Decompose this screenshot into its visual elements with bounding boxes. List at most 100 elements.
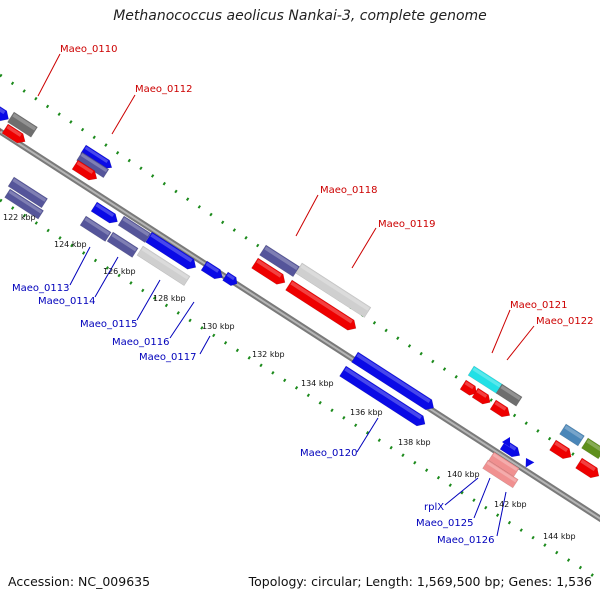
- gene-label[interactable]: Maeo_0116: [112, 337, 169, 348]
- gene-feature-shape[interactable]: [7, 176, 48, 209]
- gene-feature[interactable]: [489, 399, 513, 420]
- gene-label[interactable]: Maeo_0126: [437, 535, 494, 546]
- gene-feature-shape[interactable]: [117, 215, 152, 243]
- gene-feature[interactable]: [4, 188, 44, 220]
- gene-feature-highlight: [580, 459, 596, 472]
- gene-label[interactable]: Maeo_0122: [536, 316, 593, 327]
- gene-feature[interactable]: [459, 379, 479, 398]
- gene-feature[interactable]: [471, 387, 493, 407]
- gene-feature[interactable]: [351, 351, 436, 413]
- gene-feature-highlight: [500, 385, 521, 401]
- gene-feature-shape[interactable]: [499, 439, 523, 460]
- gene-feature[interactable]: [482, 459, 519, 489]
- genome-title: Methanococcus aeolicus Nankai-3, complet…: [113, 8, 487, 24]
- gene-feature-shape[interactable]: [106, 231, 139, 258]
- ruler-label: 140 kbp: [447, 470, 480, 479]
- gene-feature[interactable]: [7, 111, 38, 138]
- gene-feature-shape[interactable]: [7, 111, 38, 138]
- gene-label[interactable]: Maeo_0119: [378, 219, 435, 230]
- ruler-label: 136 kbp: [350, 408, 383, 417]
- gene-feature[interactable]: [251, 257, 288, 288]
- gene-label[interactable]: Maeo_0115: [80, 319, 137, 330]
- ruler-label: 142 kbp: [494, 500, 527, 509]
- gene-feature-shape[interactable]: [482, 459, 519, 489]
- gene-feature[interactable]: [145, 231, 199, 272]
- gene-feature-shape[interactable]: [80, 144, 115, 172]
- gene-feature[interactable]: [7, 176, 48, 209]
- gene-feature-shape[interactable]: [0, 99, 12, 124]
- gene-label[interactable]: Maeo_0118: [320, 185, 377, 196]
- gene-feature-shape[interactable]: [549, 439, 574, 462]
- gene-feature-shape[interactable]: [79, 215, 112, 242]
- gene-feature-highlight: [476, 389, 488, 398]
- gene-feature[interactable]: [117, 215, 152, 243]
- gene-feature[interactable]: [559, 423, 585, 447]
- gene-feature[interactable]: [575, 457, 600, 481]
- gene-feature-shape[interactable]: [559, 423, 585, 447]
- gene-label[interactable]: Maeo_0121: [510, 300, 567, 311]
- gene-label[interactable]: Maeo_0113: [12, 283, 69, 294]
- gene-feature-shape[interactable]: [489, 399, 513, 420]
- gene-feature-shape[interactable]: [471, 387, 493, 407]
- small-gene-arrow-icon[interactable]: [522, 456, 535, 468]
- gene-feature-shape[interactable]: [575, 457, 600, 481]
- gene-feature-shape[interactable]: [4, 188, 44, 220]
- gene-feature-shape[interactable]: [200, 260, 225, 282]
- gene-feature-shape[interactable]: [222, 271, 240, 288]
- gene-label[interactable]: Maeo_0114: [38, 296, 95, 307]
- gene-feature-shape[interactable]: [459, 379, 479, 398]
- gene-label[interactable]: Maeo_0112: [135, 84, 192, 95]
- gene-label[interactable]: Maeo_0120: [300, 448, 357, 459]
- gene-feature[interactable]: [222, 271, 240, 288]
- gene-feature[interactable]: [80, 144, 115, 172]
- gene-feature-shape[interactable]: [339, 365, 428, 429]
- gene-feature[interactable]: [295, 262, 372, 318]
- gene-feature-shape[interactable]: [351, 351, 436, 413]
- gene-feature-shape[interactable]: [581, 437, 600, 460]
- gene-feature-shape[interactable]: [467, 365, 503, 395]
- gene-feature[interactable]: [339, 365, 428, 429]
- gene-feature[interactable]: [467, 365, 503, 395]
- gene-feature-highlight: [12, 113, 37, 131]
- gene-feature[interactable]: [1, 123, 28, 146]
- gene-feature[interactable]: [259, 244, 300, 278]
- gene-feature[interactable]: [76, 151, 110, 179]
- gene-feature[interactable]: [71, 159, 100, 183]
- gene-feature-shape[interactable]: [251, 257, 288, 288]
- gene-feature-shape[interactable]: [136, 245, 191, 286]
- gene-feature-shape[interactable]: [285, 279, 359, 333]
- gene-feature-highlight: [76, 161, 94, 174]
- gene-feature-highlight: [554, 441, 569, 452]
- gene-feature[interactable]: [0, 99, 12, 124]
- gene-feature-highlight: [356, 353, 431, 404]
- gene-feature-shape[interactable]: [259, 244, 300, 278]
- gene-feature-shape[interactable]: [495, 383, 523, 407]
- gene-feature-highlight: [84, 146, 109, 163]
- small-gene-arrow-icon[interactable]: [502, 437, 510, 447]
- gene-feature[interactable]: [581, 437, 600, 460]
- gene-feature-shape[interactable]: [76, 151, 110, 179]
- gene-feature-shape[interactable]: [295, 262, 372, 318]
- gene-label[interactable]: Maeo_0125: [416, 518, 473, 529]
- ruler-label: 134 kbp: [301, 379, 334, 388]
- gene-feature-shape[interactable]: [71, 159, 100, 183]
- gene-feature[interactable]: [200, 260, 225, 282]
- gene-feature-shape[interactable]: [145, 231, 199, 272]
- gene-feature-highlight: [95, 203, 115, 217]
- gene-feature[interactable]: [549, 439, 574, 462]
- gene-feature[interactable]: [90, 201, 120, 226]
- label-layer: 122 kbp 124 kbp 126 kbp 128 kbp 130 kbp …: [3, 44, 593, 546]
- gene-feature-highlight: [111, 233, 137, 252]
- gene-feature-highlight: [226, 273, 235, 281]
- gene-label[interactable]: Maeo_0117: [139, 352, 196, 363]
- gene-feature[interactable]: [136, 245, 191, 286]
- gene-feature[interactable]: [106, 231, 139, 258]
- gene-feature[interactable]: [285, 279, 359, 333]
- gene-feature-shape[interactable]: [90, 201, 120, 226]
- gene-feature[interactable]: [79, 215, 112, 242]
- gene-label[interactable]: rplX: [424, 502, 444, 513]
- gene-label[interactable]: Maeo_0110: [60, 44, 117, 55]
- gene-feature[interactable]: [495, 383, 523, 407]
- gene-feature-highlight: [464, 381, 475, 390]
- gene-feature-shape[interactable]: [1, 123, 28, 146]
